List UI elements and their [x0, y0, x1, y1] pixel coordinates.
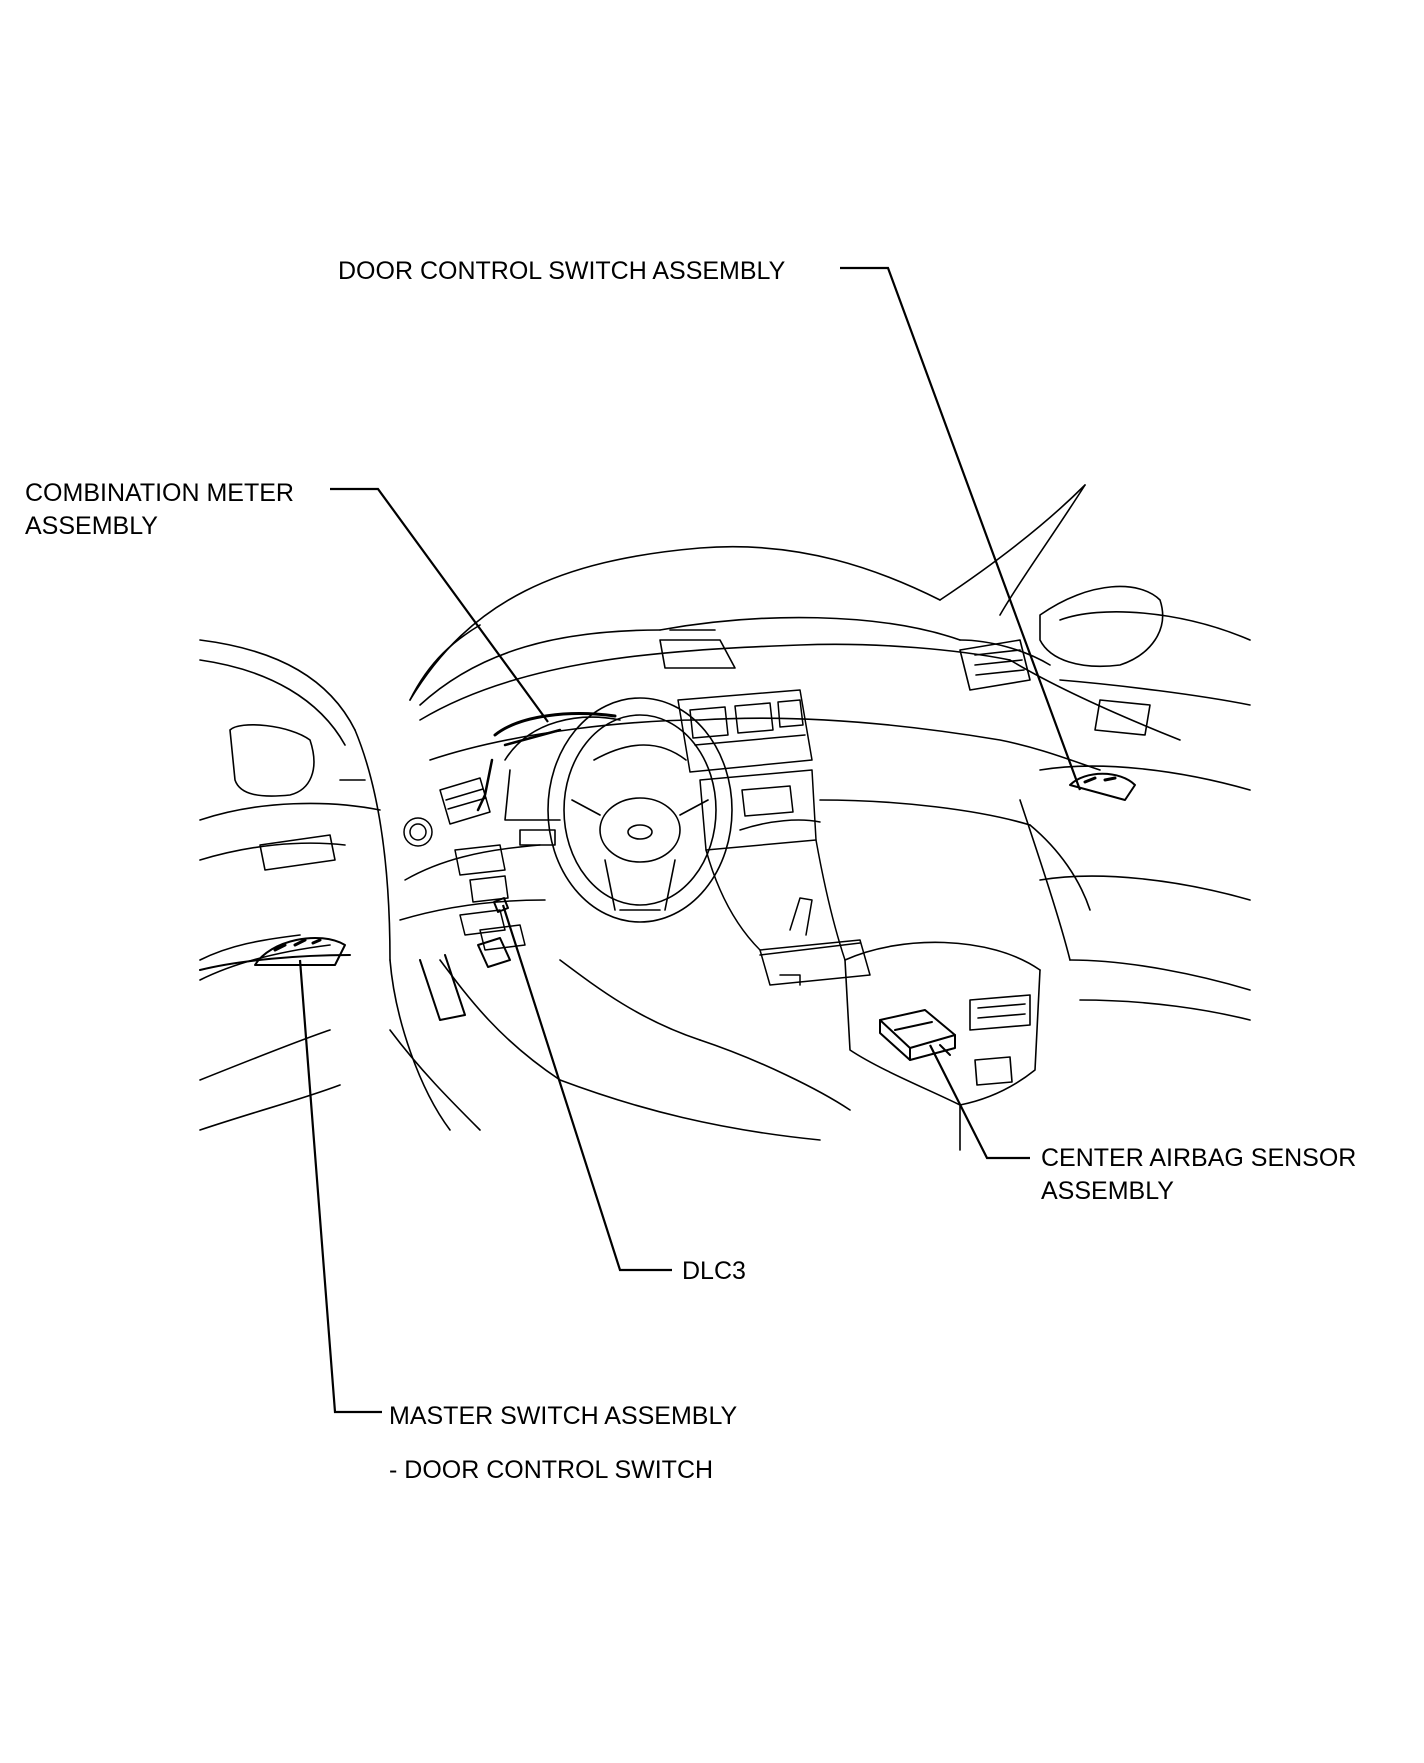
- master-switch-sub-label: - DOOR CONTROL SWITCH: [389, 1454, 713, 1487]
- leader-lines: [298, 266, 1082, 1414]
- dlc3-label: DLC3: [682, 1255, 746, 1288]
- leader-door-control: [840, 266, 1082, 791]
- door-control-switch-label: DOOR CONTROL SWITCH ASSEMBLY: [338, 255, 785, 288]
- door-control-switch-text: DOOR CONTROL SWITCH ASSEMBLY: [338, 257, 786, 285]
- center-airbag-text-line2: ASSEMBLY: [1041, 1177, 1174, 1205]
- combination-meter-text-line2: ASSEMBLY: [25, 512, 158, 540]
- center-airbag-sensor-part: [879, 1009, 956, 1061]
- right-door: [1019, 585, 1251, 1021]
- leader-dlc3: [501, 904, 672, 1272]
- dlc3-connector: [419, 897, 511, 1021]
- master-switch-label: MASTER SWITCH ASSEMBLY: [389, 1400, 737, 1433]
- left-dash-controls: [399, 777, 546, 951]
- dlc3-text: DLC3: [682, 1257, 746, 1285]
- dashboard: [419, 629, 1181, 911]
- center-airbag-sensor-label: CENTER AIRBAG SENSOR ASSEMBLY: [1041, 1142, 1356, 1208]
- leader-center-airbag: [929, 1044, 1030, 1160]
- center-airbag-text-line1: CENTER AIRBAG SENSOR: [1041, 1144, 1357, 1172]
- center-console: [389, 941, 1041, 1151]
- instrument-cluster: [476, 712, 621, 846]
- combination-meter-label: COMBINATION METER ASSEMBLY: [25, 477, 294, 543]
- left-door: [199, 639, 451, 1131]
- master-switch-part: [199, 937, 351, 971]
- master-switch-text: MASTER SWITCH ASSEMBLY: [389, 1402, 738, 1430]
- steering-wheel: [547, 697, 733, 923]
- leader-master-switch: [298, 959, 382, 1414]
- combination-meter-text-line1: COMBINATION METER: [25, 479, 294, 507]
- leader-combination-meter: [330, 487, 549, 723]
- windshield-outline: [409, 484, 1086, 706]
- master-switch-sub-text: - DOOR CONTROL SWITCH: [389, 1456, 714, 1484]
